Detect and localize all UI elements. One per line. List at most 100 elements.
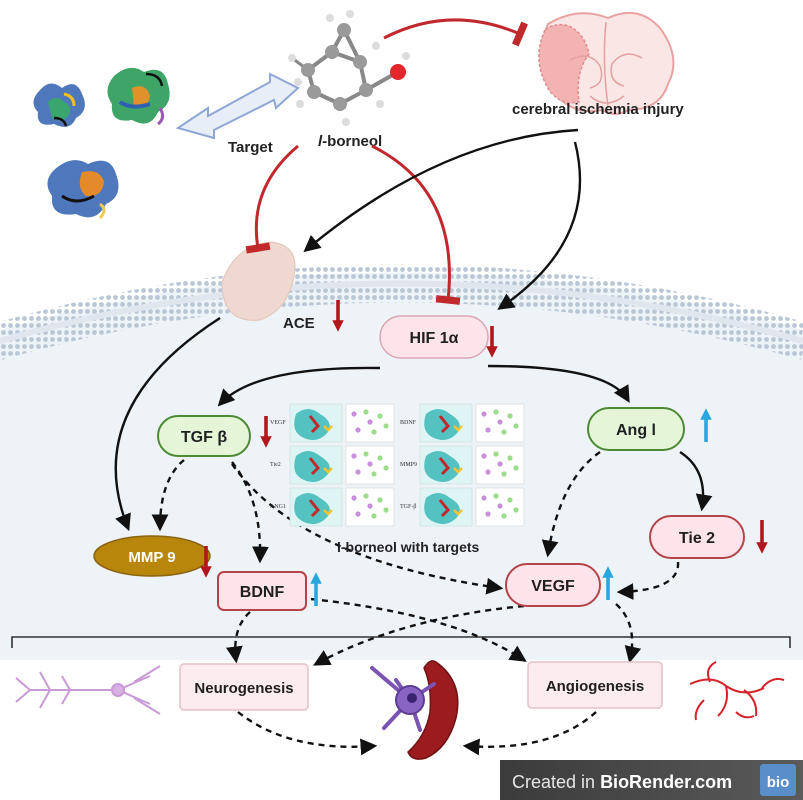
biorender-watermark[interactable]: Created in BioRender.com bio xyxy=(500,760,803,800)
docking-residue-dot xyxy=(377,413,383,419)
docking-residue-dot xyxy=(485,469,491,475)
docking-residue-dot xyxy=(383,465,389,471)
docking-residue-dot xyxy=(497,461,503,467)
docking-ligand xyxy=(438,415,451,434)
dash-vegf-angio xyxy=(615,603,642,664)
docking-site xyxy=(323,509,333,516)
inhibit-borneol-hif xyxy=(371,144,461,305)
bdnf-label: BDNF xyxy=(240,584,285,601)
docking-residue-dot xyxy=(351,453,357,459)
biorender-logo: bio xyxy=(767,774,790,791)
docking-label-left-1: Tie2 xyxy=(270,462,281,468)
docking-residue-dot xyxy=(363,451,369,457)
watermark-created: Created in xyxy=(512,772,600,792)
docking-residue-dot xyxy=(351,411,357,417)
docking-residue-dot xyxy=(351,495,357,501)
docking-residue-dot xyxy=(355,469,361,475)
docking-label-left-0: VEGF xyxy=(270,420,286,426)
arrow-ace-mmp9 xyxy=(114,316,221,532)
tgf-node[interactable] xyxy=(157,415,251,457)
docking-site xyxy=(323,425,333,432)
arrow-hif-ang xyxy=(487,364,630,403)
docking-residue-dot xyxy=(485,511,491,517)
docking-residue-dot xyxy=(481,453,487,459)
vegf-node[interactable] xyxy=(505,563,601,607)
dash-angio-center xyxy=(462,711,597,756)
inhibit-borneol-ace xyxy=(245,144,299,254)
dash-tgf-mmp9 xyxy=(151,459,185,532)
docking-site xyxy=(323,467,333,474)
dash-tie-vegf xyxy=(616,561,680,600)
ace-label: ACE xyxy=(283,315,315,332)
docking-protein-ribbon xyxy=(294,451,330,482)
docking-residue-dot xyxy=(497,419,503,425)
dash-bdnf-angio xyxy=(299,596,527,662)
docking-label-right-0: BDNF xyxy=(400,420,417,426)
vessel-network-icon xyxy=(689,661,785,721)
docking-residue-dot xyxy=(493,493,499,499)
docking-site xyxy=(453,467,463,474)
docking-ligand xyxy=(308,415,321,434)
angio-node[interactable] xyxy=(527,661,663,709)
neuron-vessel-icon xyxy=(370,660,459,760)
docking-residue-dot xyxy=(493,451,499,457)
docking-site xyxy=(453,425,463,432)
brain-section-icon xyxy=(538,11,675,115)
docking-residue-dot xyxy=(501,471,507,477)
target-double-arrow xyxy=(175,72,300,140)
injury-label: cerebral ischemia injury xyxy=(512,101,684,118)
docking-residue-dot xyxy=(493,409,499,415)
docking-protein-ribbon xyxy=(424,493,460,524)
dash-tgf-bdnf xyxy=(231,461,269,564)
docking-label-right-2: TGF-β xyxy=(400,504,416,510)
dash-bdnf-neuro xyxy=(226,611,251,664)
docking-ligand xyxy=(438,457,451,476)
mmp-label: MMP 9 xyxy=(128,549,175,566)
docking-ligand xyxy=(438,499,451,518)
docking-protein-ribbon xyxy=(294,493,330,524)
hif-label: HIF 1α xyxy=(410,330,459,347)
target-label: Target xyxy=(228,139,273,156)
docking-site xyxy=(453,509,463,516)
inhibit-borneol-brain xyxy=(383,18,529,47)
docking-residue-dot xyxy=(371,471,377,477)
docking-residue-dot xyxy=(355,511,361,517)
docking-residue-dot xyxy=(481,411,487,417)
tie-label: Tie 2 xyxy=(679,530,715,547)
bdnf-node[interactable] xyxy=(217,571,307,611)
docking-residue-dot xyxy=(513,507,519,513)
tie-node[interactable] xyxy=(649,515,745,559)
arrow-hif-tgf xyxy=(217,366,381,407)
docking-residue-dot xyxy=(377,455,383,461)
docking-residue-dot xyxy=(501,429,507,435)
docking-label-right-1: MMP9 xyxy=(400,462,417,468)
cell-membrane-outer xyxy=(0,264,803,338)
dash-vegf-neuro xyxy=(313,604,525,666)
docking-protein-ribbon xyxy=(424,409,460,440)
docking-residue-dot xyxy=(371,513,377,519)
docking-caption: l-borneol with targets xyxy=(337,539,480,555)
docking-residue-dot xyxy=(367,461,373,467)
docking-residue-dot xyxy=(363,493,369,499)
docking-residue-dot xyxy=(507,455,513,461)
docking-residue-dot xyxy=(383,507,389,513)
dash-ang-vegf xyxy=(541,451,601,558)
hif-node[interactable] xyxy=(379,315,489,359)
vegf-label: VEGF xyxy=(531,578,575,595)
neuro-node[interactable] xyxy=(179,663,309,711)
cell-membrane-inner xyxy=(0,286,803,360)
docking-residue-dot xyxy=(367,419,373,425)
docking-label-left-2: ANG1 xyxy=(270,504,286,510)
mmp-node[interactable] xyxy=(93,535,211,577)
docking-residue-dot xyxy=(367,503,373,509)
docking-ligand xyxy=(308,457,321,476)
docking-residue-dot xyxy=(383,423,389,429)
arrow-injury-ace xyxy=(303,128,579,253)
docking-protein-ribbon xyxy=(294,409,330,440)
ang-node[interactable] xyxy=(587,407,685,451)
docking-residue-dot xyxy=(481,495,487,501)
docking-residue-dot xyxy=(513,423,519,429)
protein-structures-icon xyxy=(33,67,170,220)
